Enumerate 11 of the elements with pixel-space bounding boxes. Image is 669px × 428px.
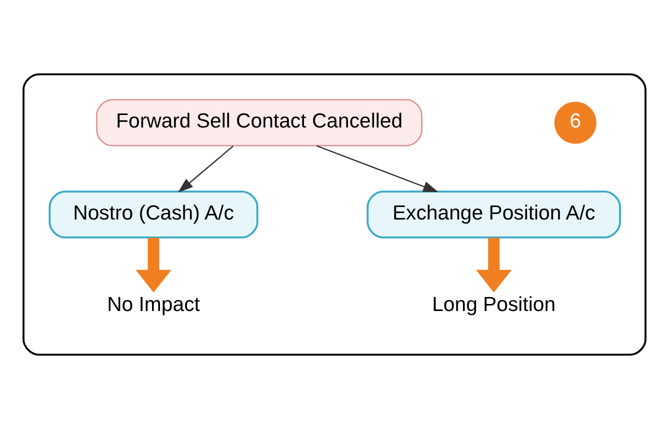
node-box: Exchange Position A/c — [366, 190, 621, 238]
arrow — [178, 145, 234, 192]
node-box: Forward Sell Contact Cancelled — [96, 98, 422, 146]
node-box: Nostro (Cash) A/c — [48, 190, 258, 238]
arrow — [136, 237, 172, 292]
node-circle: 6 — [554, 101, 596, 144]
arrow — [476, 237, 512, 292]
arrow — [316, 144, 438, 192]
node-text: No Impact — [107, 294, 200, 316]
node-text: Long Position — [432, 294, 556, 316]
cluster — [22, 72, 646, 356]
